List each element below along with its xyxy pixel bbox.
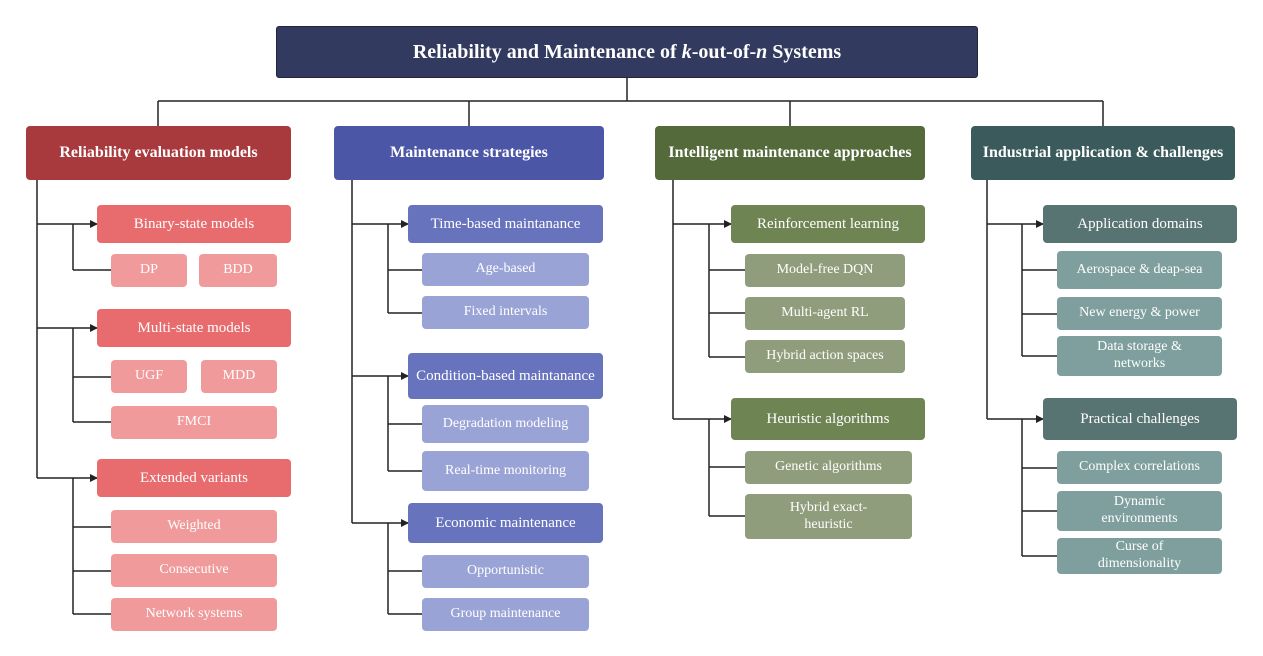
leaf-complex-correlations: Complex correlations — [1057, 451, 1222, 484]
leaf-data-storage-networks: Data storage & networks — [1057, 336, 1222, 376]
leaf-mdd: MDD — [201, 360, 277, 393]
leaf-age-based: Age-based — [422, 253, 589, 286]
node-multi-state-models: Multi-state models — [97, 309, 291, 347]
category-intelligent-maintenance: Intelligent maintenance approaches — [655, 126, 925, 180]
root-title-n: n — [756, 41, 768, 63]
node-heuristic-algorithms: Heuristic algorithms — [731, 398, 925, 440]
leaf-ugf: UGF — [111, 360, 187, 393]
leaf-degradation-modeling: Degradation modeling — [422, 405, 589, 443]
leaf-bdd: BDD — [199, 254, 277, 287]
root-title-mid: -out-of- — [691, 41, 757, 63]
node-binary-state-models: Binary-state models — [97, 205, 291, 243]
leaf-model-free-dqn: Model-free DQN — [745, 254, 905, 287]
leaf-hybrid-action-spaces: Hybrid action spaces — [745, 340, 905, 373]
leaf-fmci: FMCI — [111, 406, 277, 439]
leaf-dp: DP — [111, 254, 187, 287]
leaf-dynamic-environments: Dynamic environments — [1057, 491, 1222, 531]
leaf-network-systems: Network systems — [111, 598, 277, 631]
root-title: Reliability and Maintenance of k-out-of-… — [276, 26, 978, 78]
leaf-aerospace-deep-sea: Aerospace & deap-sea — [1057, 251, 1222, 289]
leaf-real-time-monitoring: Real-time monitoring — [422, 451, 589, 491]
category-industrial-application: Industrial application & challenges — [971, 126, 1235, 180]
leaf-hybrid-exact-heuristic: Hybrid exact-heuristic — [745, 494, 912, 539]
node-extended-variants: Extended variants — [97, 459, 291, 497]
leaf-group-maintenance: Group maintenance — [422, 598, 589, 631]
node-reinforcement-learning: Reinforcement learning — [731, 205, 925, 243]
node-time-based-maintanance: Time-based maintanance — [408, 205, 603, 243]
leaf-consecutive: Consecutive — [111, 554, 277, 587]
category-maintenance-strategies: Maintenance strategies — [334, 126, 604, 180]
leaf-fixed-intervals: Fixed intervals — [422, 296, 589, 329]
leaf-weighted: Weighted — [111, 510, 277, 543]
node-practical-challenges: Practical challenges — [1043, 398, 1237, 440]
root-title-k: k — [681, 41, 692, 63]
leaf-multi-agent-rl: Multi-agent RL — [745, 297, 905, 330]
node-economic-maintenance: Economic maintenance — [408, 503, 603, 543]
node-condition-based-maintanance: Condition-based maintanance — [408, 353, 603, 399]
leaf-opportunistic: Opportunistic — [422, 555, 589, 588]
leaf-genetic-algorithms: Genetic algorithms — [745, 451, 912, 484]
root-title-pre: Reliability and Maintenance of — [412, 41, 682, 63]
leaf-curse-of-dimensionality: Curse of dimensionality — [1057, 538, 1222, 574]
node-application-domains: Application domains — [1043, 205, 1237, 243]
root-title-post: Systems — [767, 41, 842, 63]
leaf-new-energy-power: New energy & power — [1057, 297, 1222, 330]
category-reliability-models: Reliability evaluation models — [26, 126, 291, 180]
